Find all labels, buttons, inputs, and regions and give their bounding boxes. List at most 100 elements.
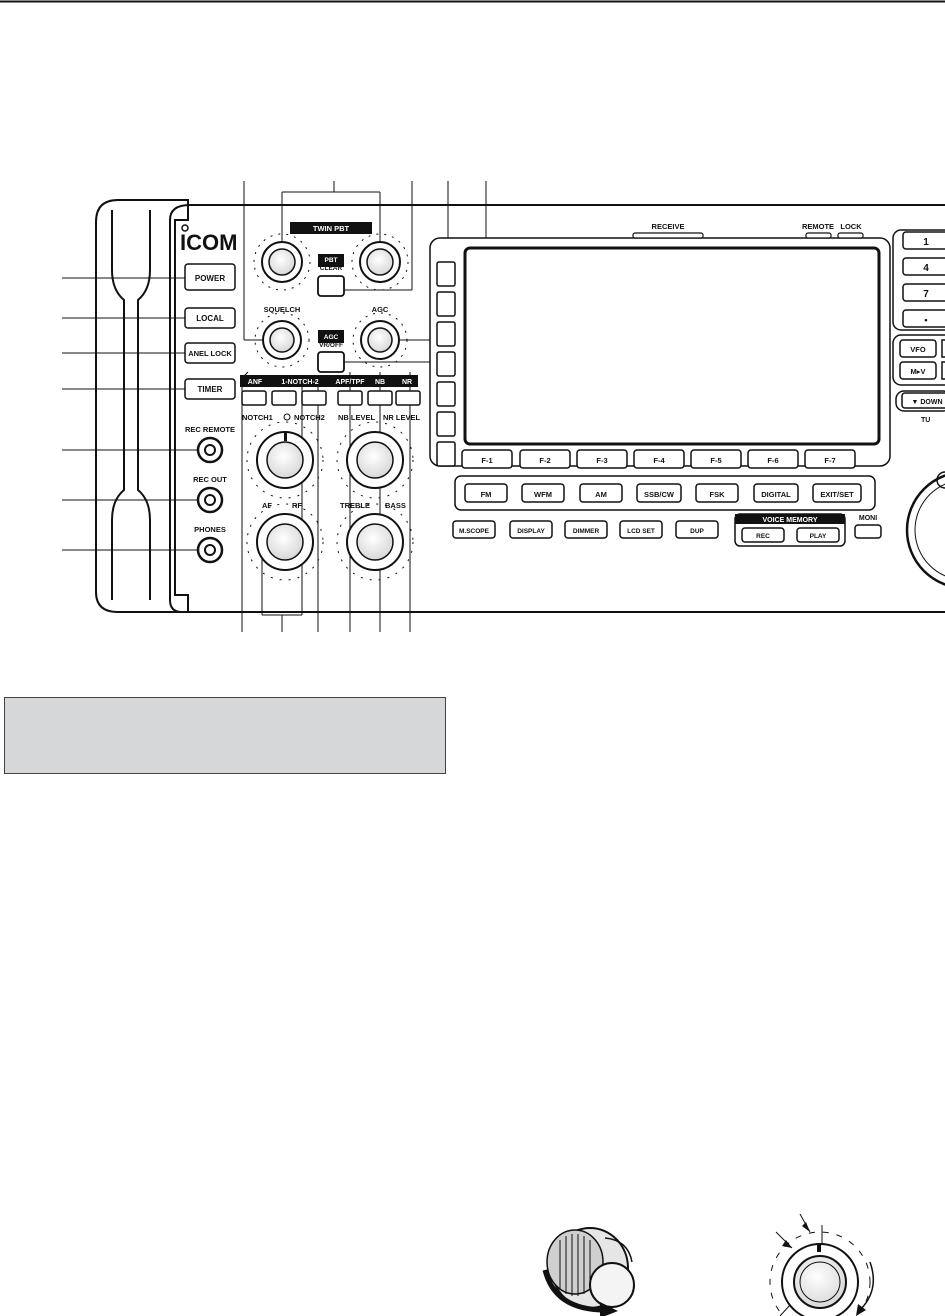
f4-key[interactable]: [633, 449, 685, 469]
left-button-column: POWER LOCAL ANEL LOCK TIMER REC REMOTE R…: [184, 263, 236, 564]
f1-key[interactable]: [461, 449, 513, 469]
display-key[interactable]: [509, 520, 553, 539]
notch1-knob-label: NOTCH1: [242, 413, 273, 422]
f2-label: F-2: [539, 456, 550, 465]
pbt-inner-scale: [253, 233, 311, 291]
rec-label: REC: [756, 533, 770, 540]
remote-label: REMOTE: [802, 222, 834, 231]
vfo-key[interactable]: [899, 339, 937, 358]
timer-button[interactable]: [184, 378, 236, 400]
fm-key[interactable]: [464, 483, 508, 503]
m-to-v-label: M▸V: [910, 367, 925, 376]
nb-level-label: NB LEVEL: [338, 413, 376, 422]
f7-key[interactable]: [804, 449, 856, 469]
lcd-set-key[interactable]: [619, 520, 663, 539]
vfo-label: VFO: [910, 345, 926, 354]
local-button[interactable]: [184, 307, 236, 329]
dual-knob-illustration: [769, 1213, 875, 1316]
apf-tpf-button[interactable]: [337, 390, 363, 406]
key-dot[interactable]: [902, 309, 945, 328]
panel-lock-button[interactable]: [184, 342, 236, 364]
key-4-label: 4: [923, 263, 929, 274]
notch-1-button[interactable]: [271, 390, 297, 406]
pbt-clear-button[interactable]: [317, 275, 345, 297]
f3-key[interactable]: [576, 449, 628, 469]
timer-label: TIMER: [198, 385, 223, 394]
note-box: [4, 697, 446, 774]
keypad-panel: [892, 229, 945, 331]
notch-inner-knob[interactable]: [266, 441, 304, 479]
f5-key[interactable]: [690, 449, 742, 469]
key-1-label: 1: [923, 237, 929, 248]
clear-label: CLEAR: [320, 265, 343, 272]
down-label: ▼ DOWN: [911, 399, 942, 406]
agc-vr-banner: [318, 330, 344, 343]
ssb-cw-key[interactable]: [636, 483, 682, 503]
digital-key[interactable]: [753, 483, 799, 503]
wfm-label: WFM: [534, 490, 552, 499]
dup-key[interactable]: [675, 520, 719, 539]
receive-indicator: [632, 232, 704, 239]
wfm-key[interactable]: [521, 483, 565, 503]
down-key[interactable]: [901, 392, 945, 409]
ssb-cw-label: SSB/CW: [644, 490, 675, 499]
fsk-key[interactable]: [695, 483, 739, 503]
twin-pbt-banner: [290, 222, 372, 234]
nr-label: NR: [402, 379, 412, 386]
key-7[interactable]: [902, 283, 945, 302]
key-4[interactable]: [902, 257, 945, 276]
f6-key[interactable]: [747, 449, 799, 469]
svg-text:ICOM: ICOM: [180, 230, 237, 255]
notch-switch-label: 1-NOTCH-2: [281, 379, 318, 386]
vr-off-label: VR/OFF: [319, 342, 343, 349]
treble-label: TREBLE: [340, 501, 370, 510]
m-scope-label: M.SCOPE: [459, 528, 490, 535]
right-keypad-section: 1 4 7 • VFO M▸V ▼ DOWN TU: [892, 229, 945, 588]
rec-key[interactable]: [741, 527, 785, 543]
key-dot-label: •: [924, 315, 927, 325]
m-scope-key[interactable]: [452, 520, 496, 539]
dimmer-key[interactable]: [564, 520, 608, 539]
filter-banner: [240, 375, 418, 387]
agc-label: AGC: [372, 305, 389, 314]
power-button[interactable]: [184, 263, 236, 291]
nb-nr-inner-knob[interactable]: [356, 441, 394, 479]
phones-label: PHONES: [194, 525, 226, 534]
dup-label: DUP: [690, 528, 704, 535]
key-7-label: 7: [923, 289, 929, 300]
moni-key[interactable]: [854, 524, 882, 539]
lcd-screen: [463, 246, 881, 446]
key-1[interactable]: [902, 231, 945, 250]
m-to-v-key[interactable]: [899, 361, 937, 380]
f2-key[interactable]: [519, 449, 571, 469]
anf-button[interactable]: [241, 390, 267, 406]
notch-2-button[interactable]: [301, 390, 327, 406]
nb-nr-scale: [336, 421, 414, 499]
nb-label: NB: [375, 379, 385, 386]
display-section: RECEIVE REMOTE LOCK F-1 F-2 F-3 F-4 F-5 …: [429, 222, 891, 547]
left-callout-lines: [62, 277, 205, 551]
rf-label: RF: [292, 501, 302, 510]
pbt-label: PBT: [325, 257, 338, 264]
play-key[interactable]: [796, 527, 840, 543]
agc-scale: [352, 312, 408, 368]
voice-memory-label: VOICE MEMORY: [763, 517, 818, 524]
am-key[interactable]: [579, 483, 623, 503]
nr-button[interactable]: [395, 390, 421, 406]
squelch-label: SQUELCH: [264, 305, 301, 314]
remote-indicator: [805, 232, 832, 239]
f5-label: F-5: [710, 456, 721, 465]
nb-button[interactable]: [367, 390, 393, 406]
power-label: POWER: [195, 274, 225, 283]
agc-btn-label: AGC: [324, 334, 339, 341]
af-label: AF: [262, 501, 272, 510]
exit-set-key[interactable]: [812, 483, 862, 503]
f6-label: F-6: [767, 456, 778, 465]
apf-tpf-label: APF/TPF: [335, 379, 365, 386]
fsk-label: FSK: [710, 490, 726, 499]
af-rf-inner-knob[interactable]: [266, 523, 304, 561]
agc-vr-off-button[interactable]: [317, 351, 345, 373]
main-tuning-dial[interactable]: [905, 472, 945, 588]
treble-bass-inner-knob[interactable]: [356, 523, 394, 561]
